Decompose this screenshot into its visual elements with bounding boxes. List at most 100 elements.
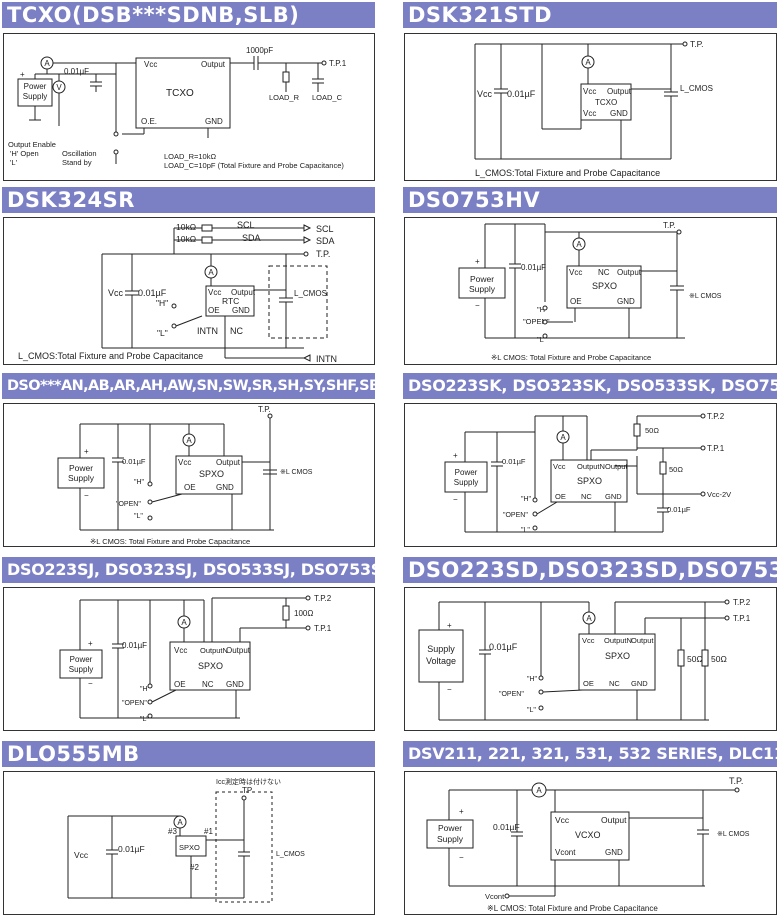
spxo-chip [566,265,642,309]
svg-text:SCL: SCL [237,220,255,230]
svg-text:Supply: Supply [69,665,93,674]
svg-text:Supply: Supply [427,644,455,654]
spxo-chip [578,633,656,691]
svg-text:50Ω: 50Ω [711,654,727,664]
svg-text:0.01µF: 0.01µF [122,641,147,650]
svg-text:Output: Output [201,60,226,69]
svg-text:L_CMOS:Total Fixture and Probe: L_CMOS:Total Fixture and Probe Capacitan… [18,351,203,361]
circuit-dso223sk: + Power Supply − 0.01µF A Vcc OutputN Ou… [404,403,777,547]
svg-text:INTN: INTN [316,354,337,364]
svg-text:Vcc: Vcc [569,268,582,277]
svg-text:Supply: Supply [437,834,464,844]
svg-text:OutputN: OutputN [200,646,228,655]
svg-text:Vcc: Vcc [144,60,157,69]
svg-text:#3: #3 [168,827,177,836]
svg-text:GND: GND [205,117,223,126]
svg-text:Icc測定時は付けない: Icc測定時は付けない [216,777,281,786]
svg-text:"OPEN": "OPEN" [503,512,528,519]
circuit-dsk324sr: 10kΩ 10kΩ SCL SDA SCL SDA T.P. Vcc 0.01µ… [3,217,375,365]
svg-text:GND: GND [605,492,622,501]
svg-text:Output: Output [231,288,256,297]
svg-text:Vcc: Vcc [583,109,596,118]
svg-text:−: − [459,853,464,862]
svg-text:NC: NC [581,492,592,501]
schematic-dlo555mb: Icc測定時は付けない Vcc 0.01µF A SPXO #3 #1 #2 T… [67,777,305,903]
supply-voltage [418,629,464,683]
svg-text:T.P.: T.P. [729,776,743,786]
svg-text:SPXO: SPXO [577,476,602,486]
svg-text:50Ω: 50Ω [687,654,703,664]
circuit-dso753hv: + Power Supply − 0.01µF A T.P. Vcc NC Ou… [404,217,777,365]
svg-text:1000pF: 1000pF [246,46,273,55]
svg-text:0.01µF: 0.01µF [521,263,546,272]
power-supply [59,649,103,679]
svg-text:T.P.1: T.P.1 [707,444,725,453]
svg-text:Supply: Supply [469,284,496,294]
svg-text:L_CMOS:Total Fixture and Probe: L_CMOS:Total Fixture and Probe Capacitan… [475,168,660,178]
svg-text:SPXO: SPXO [199,469,224,479]
svg-text:T.P.2: T.P.2 [733,598,751,607]
lcmos-dashed-box [268,265,328,339]
cap-label: 0.01µF [64,67,89,76]
tp1-label: T.P.1 [329,59,347,68]
svg-text:Vcont: Vcont [555,848,576,857]
vcxo-chip [550,811,630,861]
svg-text:"L": "L" [527,707,536,714]
svg-text:T.P.1: T.P.1 [314,624,332,633]
svg-text:0.01µF: 0.01µF [489,642,518,652]
svg-text:0.01µF: 0.01µF [138,288,167,298]
svg-text:L_CMOS: L_CMOS [294,289,327,298]
svg-text:Output: Output [216,458,241,467]
header-dso223sj: DSO223SJ, DSO323SJ, DSO533SJ, DSO753SJ/H… [2,557,375,583]
svg-text:Power: Power [470,274,494,284]
svg-text:GND: GND [226,680,244,689]
circuit-dso223sd: + Supply Voltage − 0.01µF A Vcc OutputN … [404,587,777,731]
header-dso-series: DSO***AN,AB,AR,AH,AW,SN,SW,SR,SH,SY,SHF,… [2,373,375,399]
svg-text:SDA: SDA [242,233,261,243]
svg-text:RTC: RTC [222,296,239,306]
svg-text:+: + [459,807,464,816]
svg-text:T.P.: T.P. [690,39,704,49]
power-supply [17,78,53,107]
svg-text:"L": "L" [157,328,168,338]
svg-text:"H": "H" [156,298,168,308]
rtc-chip [205,285,255,317]
svg-text:GND: GND [216,483,234,492]
header-tcxo: TCXO(DSB***SDNB,SLB) [2,2,375,28]
schematic-tcxo: + Power Supply A V 0.01µF Vcc Output TCX… [8,46,347,170]
svg-text:SDA: SDA [316,236,335,246]
svg-text:OE: OE [174,680,186,689]
svg-text:"L": "L" [140,716,149,723]
svg-text:※L CMOS: ※L CMOS [717,831,750,838]
svg-text:A: A [208,268,214,277]
svg-text:※L CMOS: ※L CMOS [689,293,722,300]
svg-text:Power: Power [69,463,93,473]
svg-text:#1: #1 [204,827,213,836]
svg-text:A: A [585,58,591,67]
svg-text:SPXO: SPXO [592,281,617,291]
svg-text:Output: Output [617,268,642,277]
svg-text:0.01µF: 0.01µF [502,457,526,466]
svg-text:T.P.1: T.P.1 [733,614,751,623]
header-dsv211: DSV211, 221, 321, 531, 532 SERIES, DLC11… [403,741,777,767]
svg-text:Vcc: Vcc [555,815,570,825]
svg-text:0.01µF: 0.01µF [493,822,520,832]
svg-text:OE: OE [208,306,220,315]
svg-text:A: A [560,433,566,442]
schematic-dsk321std: T.P. Vcc 0.01µF A Vcc Output TCXO Vcc GN… [474,39,713,178]
svg-text:LOAD_C: LOAD_C [312,93,343,102]
svg-text:"H": "H" [140,686,151,693]
supply-label: Supply [23,92,47,101]
circuit-tcxo: + Power Supply A V 0.01µF Vcc Output TCX… [3,33,375,181]
svg-text:"OPEN": "OPEN" [116,501,141,508]
svg-text:"L": "L" [537,335,547,344]
svg-text:SPXO: SPXO [179,843,200,852]
svg-text:Vcc: Vcc [108,288,124,298]
schematic-dsk324sr: 10kΩ 10kΩ SCL SDA SCL SDA T.P. Vcc 0.01µ… [18,220,337,364]
svg-text:Oscillation: Oscillation [62,149,97,158]
svg-text:Supply: Supply [68,473,95,483]
svg-text:Output: Output [226,646,251,655]
header-dso753hv: DSO753HV [403,187,777,213]
power-supply [458,267,506,299]
header-dsk321std: DSK321STD [403,2,777,28]
